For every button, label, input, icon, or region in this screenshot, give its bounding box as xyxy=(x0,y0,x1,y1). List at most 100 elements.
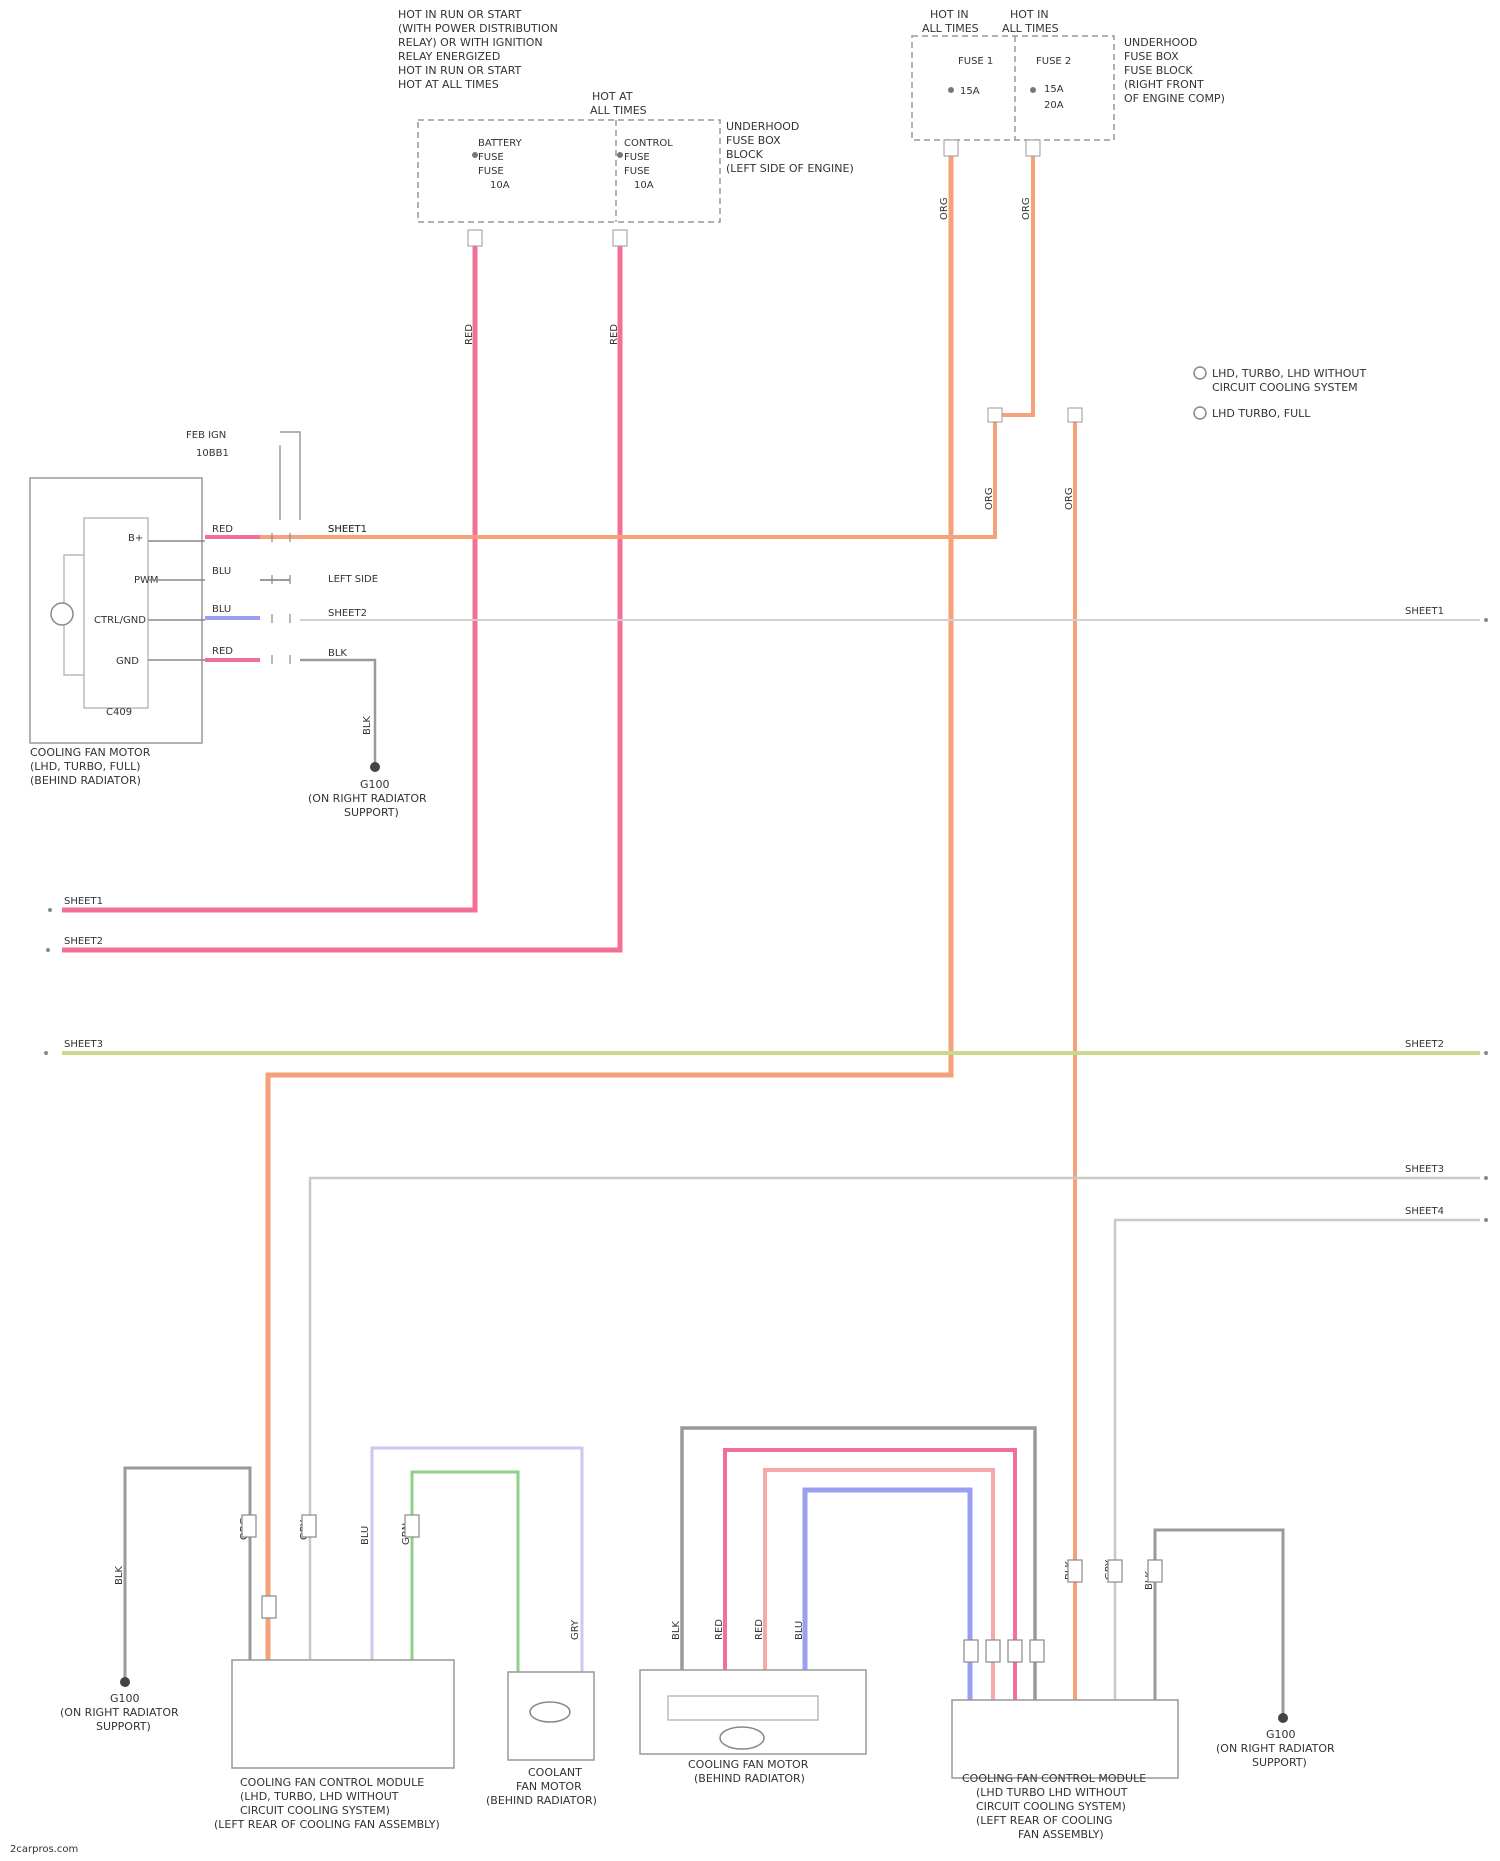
wire-gray-bl xyxy=(125,1468,250,1690)
sensor-name-1: COOLANT xyxy=(528,1766,582,1779)
caption-l4: RELAY ENERGIZED xyxy=(398,50,500,63)
wire-orange-1 xyxy=(268,150,951,1690)
ground-dot-bl xyxy=(120,1677,130,1687)
pin-label-10: BLU xyxy=(794,1621,805,1640)
sensor-symbol xyxy=(530,1702,570,1722)
motor-wire-3: BLU xyxy=(212,604,231,615)
ground-3: SUPPORT) xyxy=(344,806,399,819)
block-name-1: UNDERHOOD xyxy=(726,120,799,133)
pin-gnd: GND xyxy=(116,656,139,667)
right-label-4: BLK xyxy=(328,648,347,659)
fuse1-line1: BATTERY xyxy=(478,138,523,149)
rfuse1-1: FUSE 1 xyxy=(958,56,993,67)
bl-ground-1: G100 xyxy=(110,1692,140,1705)
rblock-4: (RIGHT FRONT xyxy=(1124,78,1204,91)
right-ref-4: SHEET4 xyxy=(1405,1206,1444,1217)
right-ref-2: SHEET2 xyxy=(1405,1039,1444,1050)
module-name-3: CIRCUIT COOLING SYSTEM) xyxy=(240,1804,390,1817)
left-ref-3: SHEET3 xyxy=(64,1039,103,1050)
hot1-line1: HOT IN xyxy=(930,8,969,21)
hot2-line1: HOT IN xyxy=(1010,8,1049,21)
wire-blue-mid xyxy=(805,1490,970,1700)
rfuse2-1: FUSE 2 xyxy=(1036,56,1071,67)
watermark: 2carpros.com xyxy=(10,1844,78,1855)
fuse2-line1: CONTROL xyxy=(624,138,673,149)
bl-ground-3: SUPPORT) xyxy=(96,1720,151,1733)
pin-label-1: BLK xyxy=(114,1566,125,1585)
legend-item-2: LHD TURBO, FULL xyxy=(1212,407,1311,420)
fuse1-line2: FUSE xyxy=(478,152,504,163)
caption-l1: HOT IN RUN OR START xyxy=(398,8,522,21)
motor-symbol xyxy=(51,603,73,625)
vlabel-w4: ORG xyxy=(1021,197,1032,220)
rfuse2-2: 15A xyxy=(1044,84,1064,95)
right-label-2: LEFT SIDE xyxy=(328,574,378,585)
legend: LHD, TURBO, LHD WITHOUT CIRCUIT COOLING … xyxy=(1194,367,1366,420)
ground-dot xyxy=(370,762,380,772)
splice-marker-1 xyxy=(988,408,1002,422)
rblock-1: UNDERHOOD xyxy=(1124,36,1197,49)
left-refs: SHEET1 SHEET2 SHEET3 xyxy=(44,896,103,1055)
fuse-block-left: HOT IN RUN OR START (WITH POWER DISTRIBU… xyxy=(398,8,854,246)
hot-label-2: ALL TIMES xyxy=(590,104,647,117)
vlabel-w3: ORG xyxy=(939,197,950,220)
sensor-name-3: (BEHIND RADIATOR) xyxy=(486,1794,597,1807)
relay-name-3: CIRCUIT COOLING SYSTEM) xyxy=(976,1800,1126,1813)
caption-l3: RELAY) OR WITH IGNITION xyxy=(398,36,543,49)
relay-name-4: (LEFT REAR OF COOLING xyxy=(976,1814,1113,1827)
pin-b-plus: B+ xyxy=(128,533,143,544)
module-name-2: (LHD, TURBO, LHD WITHOUT xyxy=(240,1790,399,1803)
caption-l5: HOT IN RUN OR START xyxy=(398,64,522,77)
radiator-name-2: (BEHIND RADIATOR) xyxy=(694,1772,805,1785)
caption-l6: HOT AT ALL TIMES xyxy=(398,78,499,91)
block-name-4: (LEFT SIDE OF ENGINE) xyxy=(726,162,854,175)
vlabel-w5: ORG xyxy=(984,487,995,510)
radiator-symbol xyxy=(720,1727,764,1749)
br-ground-1: G100 xyxy=(1266,1728,1296,1741)
right-ref-3: SHEET3 xyxy=(1405,1164,1444,1175)
block-name-3: BLOCK xyxy=(726,148,764,161)
pin-label-7: BLK xyxy=(671,1621,682,1640)
motor-wire-4: RED xyxy=(212,646,233,657)
fuse1-line3: FUSE xyxy=(478,166,504,177)
sensor-name-2: FAN MOTOR xyxy=(516,1780,582,1793)
ground-2: (ON RIGHT RADIATOR xyxy=(308,792,427,805)
ground-1: G100 xyxy=(360,778,390,791)
rfuse2-3: 20A xyxy=(1044,100,1064,111)
vlabel-w2: RED xyxy=(609,324,620,345)
wire-stub-top xyxy=(280,432,300,520)
gnd-wire-label: BLK xyxy=(362,716,373,735)
splice-marker-2 xyxy=(1068,408,1082,422)
near-label-2: 10BB1 xyxy=(196,448,229,459)
fan-control-relay xyxy=(952,1700,1178,1778)
pin-label-9: RED xyxy=(754,1619,765,1640)
motor-name-2: (LHD, TURBO, FULL) xyxy=(30,760,141,773)
fuse2-line4: 10A xyxy=(634,180,654,191)
fuse1-line4: 10A xyxy=(490,180,510,191)
ground-dot-br xyxy=(1278,1713,1288,1723)
module-name-1: COOLING FAN CONTROL MODULE xyxy=(240,1776,424,1789)
left-ref-1: SHEET1 xyxy=(64,896,103,907)
legend-marker-2 xyxy=(1194,407,1206,419)
hot1-line2: ALL TIMES xyxy=(922,22,979,35)
legend-item-1b: CIRCUIT COOLING SYSTEM xyxy=(1212,381,1358,394)
wire-lavender xyxy=(372,1448,582,1690)
pin-label-8: RED xyxy=(714,1619,725,1640)
pin-label-6: GRY xyxy=(570,1619,581,1640)
right-ref-1: SHEET1 xyxy=(1405,606,1444,617)
motor-name-1: COOLING FAN MOTOR xyxy=(30,746,151,759)
cooling-fan-motor: B+ PWM CTRL/GND GND C409 COOLING FAN MOT… xyxy=(30,430,427,819)
relay-name-1: COOLING FAN CONTROL MODULE xyxy=(962,1772,1146,1785)
caption-l2: (WITH POWER DISTRIBUTION xyxy=(398,22,558,35)
near-label-1: FEB IGN xyxy=(186,430,226,441)
legend-item-1: LHD, TURBO, LHD WITHOUT xyxy=(1212,367,1366,380)
rblock-5: OF ENGINE COMP) xyxy=(1124,92,1225,105)
bl-ground-2: (ON RIGHT RADIATOR xyxy=(60,1706,179,1719)
rblock-3: FUSE BLOCK xyxy=(1124,64,1193,77)
wire-gray-br xyxy=(1155,1530,1283,1715)
fuse2-line3: FUSE xyxy=(624,166,650,177)
connector-breaks xyxy=(272,533,290,664)
wire-gray-gnd-2 xyxy=(300,660,375,765)
fan-control-module xyxy=(232,1660,454,1768)
